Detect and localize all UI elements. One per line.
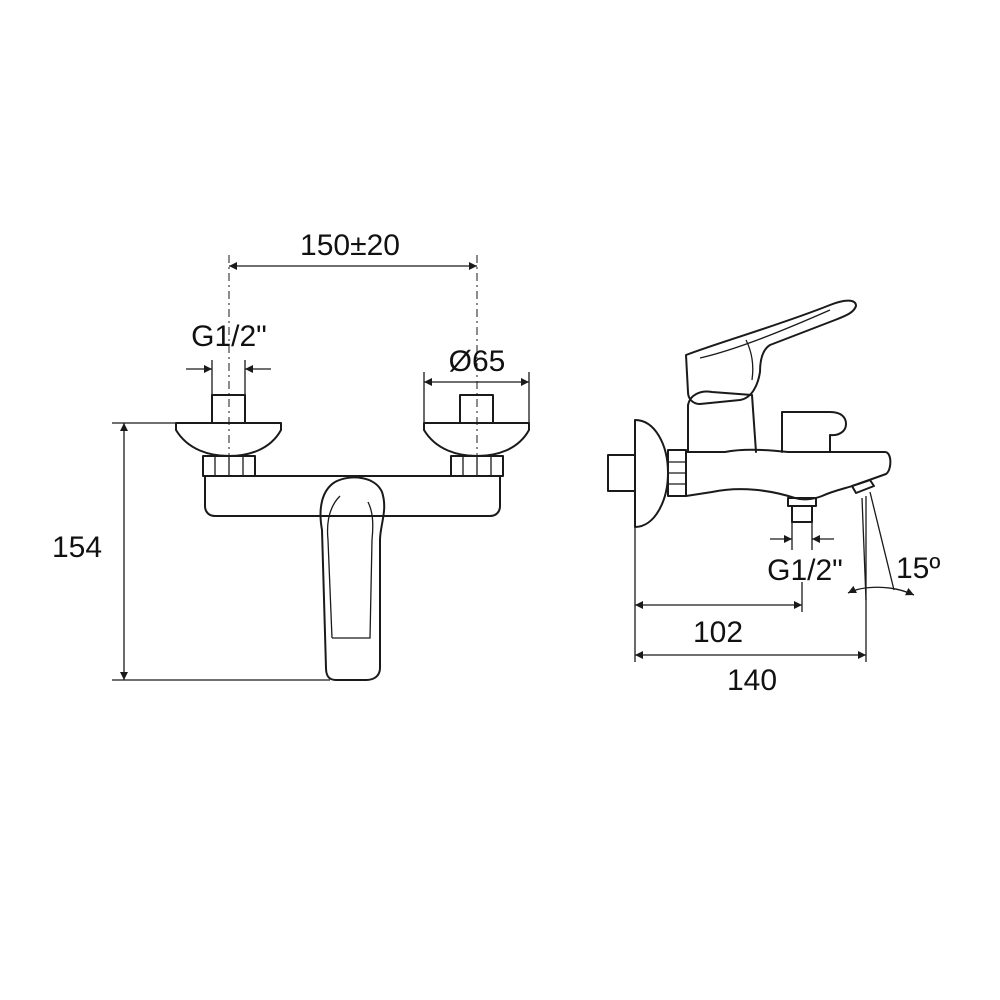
rosette-diameter-label: Ø65 <box>449 345 506 378</box>
cartridge-housing <box>687 390 757 453</box>
diverter-knob <box>781 411 847 453</box>
total-projection-label: 140 <box>727 664 777 697</box>
side-view <box>607 299 892 528</box>
front-view <box>175 255 530 681</box>
mixer-body <box>204 475 501 517</box>
wall-connector <box>607 454 636 492</box>
center-distance-label: 150±20 <box>300 229 400 262</box>
side-lever <box>685 299 857 405</box>
wall-rosette <box>634 419 669 528</box>
left-inlet <box>175 394 282 477</box>
side-outlet-pipe <box>791 505 813 523</box>
height-label: 154 <box>52 531 102 564</box>
front-dimensions: 150±20 G1/2" Ø65 154 <box>52 229 530 681</box>
side-thread-label: G1/2" <box>767 554 843 587</box>
side-body-spout <box>685 448 892 501</box>
outlet-projection-label: 102 <box>693 616 743 649</box>
lever-inner-contour <box>332 501 374 639</box>
lever-handle <box>319 476 386 681</box>
spout-angle-ray <box>869 491 895 591</box>
spout-angle-label: 15º <box>896 552 940 585</box>
spout-aerator <box>851 479 875 494</box>
side-dimensions: G1/2" 102 140 15º <box>634 491 940 697</box>
spout-angle-arc <box>847 585 915 596</box>
front-thread-label: G1/2" <box>191 320 267 353</box>
